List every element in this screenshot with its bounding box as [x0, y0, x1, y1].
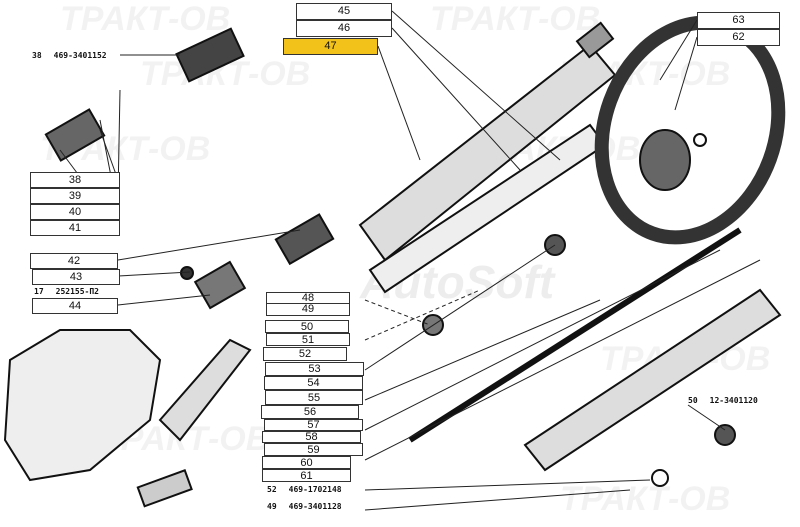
callout-58[interactable]: 58	[262, 431, 361, 443]
callout-56[interactable]: 56	[261, 405, 359, 419]
callout-55[interactable]: 55	[265, 390, 363, 405]
callout-46[interactable]: 46	[296, 20, 392, 37]
watermark: ТРАКТ-ОВ	[430, 0, 601, 38]
callout-60[interactable]: 60	[262, 456, 351, 469]
callout-47-highlighted[interactable]: 47	[283, 38, 378, 55]
callout-40[interactable]: 40	[30, 204, 120, 220]
callout-54[interactable]: 54	[264, 376, 363, 390]
callout-63[interactable]: 63	[697, 12, 780, 29]
callout-50[interactable]: 50	[265, 320, 349, 333]
callout-52[interactable]: 52	[263, 347, 347, 361]
column-shaft-end	[575, 21, 615, 59]
callout-61[interactable]: 61	[262, 469, 351, 482]
steering-shaft	[408, 227, 742, 443]
callout-53[interactable]: 53	[265, 362, 364, 376]
nut	[180, 266, 194, 280]
yoke	[44, 108, 106, 162]
callout-38[interactable]: 38	[30, 172, 120, 188]
spring	[714, 424, 736, 446]
callout-62[interactable]: 62	[697, 29, 780, 46]
callout-49[interactable]: 49	[266, 303, 350, 316]
leader-lines	[59, 10, 761, 511]
u-joint-mid	[274, 213, 335, 266]
callout-59[interactable]: 59	[264, 443, 363, 456]
washer	[651, 469, 669, 487]
watermark: ТРАКТ-ОВ	[60, 0, 231, 38]
u-joint-upper	[175, 27, 245, 83]
callout-42[interactable]: 42	[30, 253, 118, 269]
steering-hub	[639, 129, 691, 191]
callout-51[interactable]: 51	[266, 333, 350, 346]
bottom-tube	[523, 288, 782, 472]
callout-39[interactable]: 39	[30, 188, 120, 204]
callout-57[interactable]: 57	[264, 419, 363, 431]
u-joint-lower	[193, 260, 247, 310]
steering-gear-box	[3, 329, 162, 482]
callout-43[interactable]: 43	[32, 269, 120, 285]
gear-shaft	[136, 469, 193, 508]
callout-41[interactable]: 41	[30, 220, 120, 236]
watermark: ТРАКТ-ОВ	[560, 480, 731, 518]
hub-nut	[693, 133, 707, 147]
callout-44[interactable]: 44	[32, 298, 118, 314]
callout-45[interactable]: 45	[296, 3, 392, 20]
pitman-arm	[158, 338, 252, 442]
